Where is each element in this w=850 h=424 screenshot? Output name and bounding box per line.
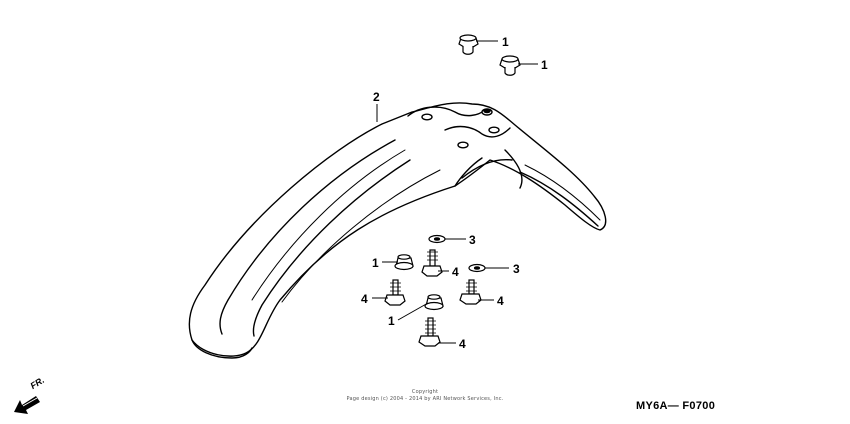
callout-4-b: 4 (361, 292, 368, 306)
callout-1-top-a: 1 (502, 35, 509, 49)
bolt-1[interactable] (421, 249, 443, 277)
callout-2: 2 (373, 90, 380, 104)
callout-1-lower-a: 1 (372, 256, 379, 270)
callout-4-d: 4 (459, 337, 466, 351)
bolt-4[interactable] (418, 317, 441, 347)
callout-4-c: 4 (497, 294, 504, 308)
leader-lines (372, 40, 538, 344)
bolt-3[interactable] (459, 279, 482, 305)
grommet-top-2[interactable] (499, 55, 521, 76)
copyright-line-1: Copyright (411, 389, 439, 395)
grommet-top-1[interactable] (458, 34, 479, 55)
copyright-line-2: Page design (c) 2004 - 2014 by ARI Netwo… (346, 396, 504, 402)
callout-4-a: 4 (452, 265, 459, 279)
callout-1-top-b: 1 (541, 58, 548, 72)
front-direction-arrow-icon (14, 396, 40, 414)
front-fender[interactable] (188, 102, 607, 359)
grommet-lower-1[interactable] (394, 254, 414, 271)
callout-numbers: 2 1 1 1 1 3 3 4 4 4 4 (361, 35, 548, 351)
callout-3-a: 3 (469, 233, 476, 247)
callout-1-lower-b: 1 (388, 314, 395, 328)
bolt-2[interactable] (384, 279, 406, 306)
callout-3-b: 3 (513, 262, 520, 276)
washer-2[interactable] (468, 263, 486, 273)
washer-1[interactable] (428, 234, 446, 244)
diagram-code: MY6A— F0700 (636, 400, 716, 412)
grommet-lower-2[interactable] (424, 294, 444, 311)
